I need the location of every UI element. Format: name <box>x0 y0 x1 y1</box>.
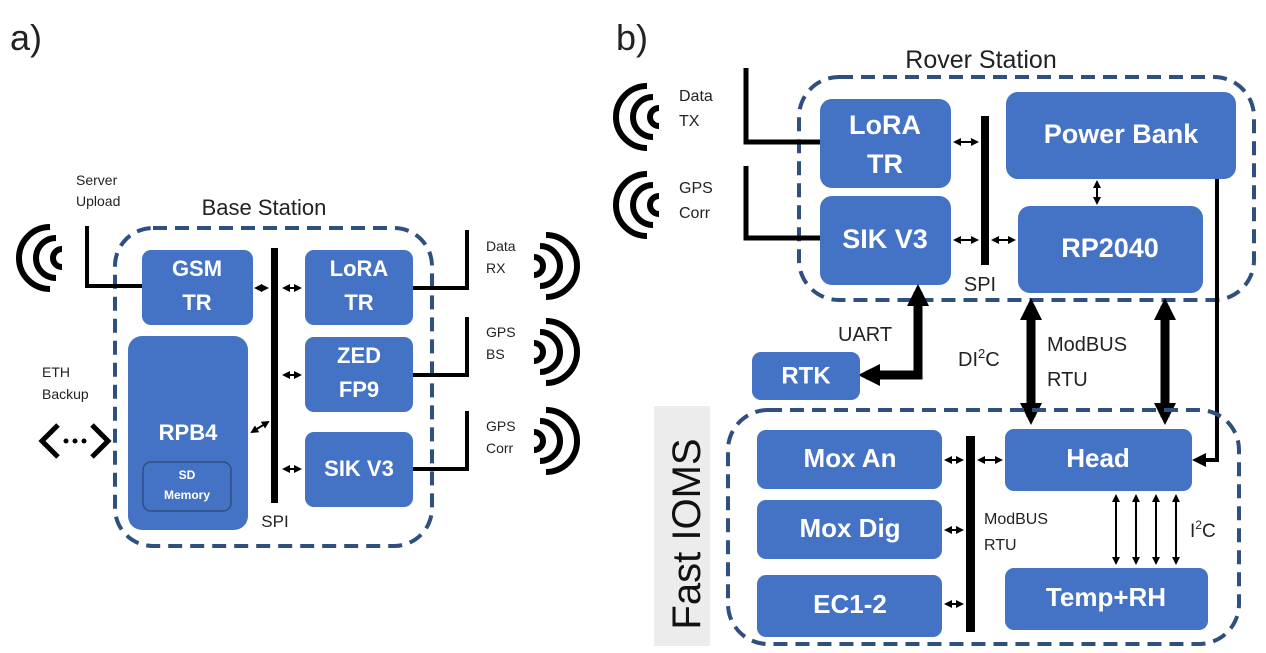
zed-fp9-label-2: FP9 <box>339 377 379 402</box>
rp2040-label: RP2040 <box>1061 233 1159 263</box>
base-gps-corr-wifi-icon <box>534 410 577 472</box>
panel-a-label: a) <box>10 17 42 58</box>
fast-ioms-boundary <box>726 408 1241 646</box>
eth-backup-label-1: ETH <box>42 364 70 380</box>
base-sik-v3-label: SIK V3 <box>324 456 394 481</box>
power-bank-label: Power Bank <box>1044 119 1200 149</box>
rover-sik-v3-label: SIK V3 <box>842 224 928 254</box>
base-spi-bus <box>271 248 278 503</box>
zed-fp9-block <box>305 337 413 412</box>
zed-fp9-label-1: ZED <box>337 343 381 368</box>
temp-rh-block <box>1005 568 1208 630</box>
server-upload-label-1: Server <box>76 172 118 188</box>
temp-rh-label: Temp+RH <box>1046 582 1166 612</box>
rover-station-boundary <box>797 75 1256 302</box>
rover-lora-tr-label-2: TR <box>867 149 903 179</box>
server-upload-wire <box>85 226 142 288</box>
inner-modbus-label-2: RTU <box>984 537 1017 554</box>
rover-spi-label: SPI <box>964 274 996 296</box>
data-rx-label-2: RX <box>486 260 506 276</box>
rpb4-spi-arrow <box>250 420 270 434</box>
modbus-rtu-label-1: ModBUS <box>1047 334 1127 356</box>
rover-gps-corr-wire <box>743 166 820 241</box>
rover-lora-tr-block <box>820 99 951 188</box>
gps-bs-label-1: GPS <box>486 324 516 340</box>
modbus-rtu-label-2: RTU <box>1047 369 1088 391</box>
base-lora-tr-block <box>305 250 413 325</box>
server-upload-label-2: Upload <box>76 193 120 209</box>
sd-memory-label-1: SD <box>179 468 196 482</box>
data-tx-wifi-icon <box>616 86 659 148</box>
mox-an-label: Mox An <box>804 443 897 473</box>
data-rx-wire <box>413 230 469 290</box>
data-rx-wifi-icon <box>534 235 577 297</box>
rover-sik-v3-block <box>820 196 951 285</box>
gsm-tr-block <box>142 250 253 325</box>
mox-dig-label: Mox Dig <box>799 513 900 543</box>
data-rx-label-1: Data <box>486 238 516 254</box>
power-bank-block <box>1006 92 1236 179</box>
fast-ioms-modbus-bus <box>966 436 975 632</box>
base-gps-corr-wire <box>413 411 469 471</box>
gsm-tr-label-1: GSM <box>172 256 222 281</box>
panel-b-label: b) <box>616 17 648 58</box>
rover-station-title: Rover Station <box>905 46 1056 74</box>
rpb4-block <box>128 336 248 530</box>
rover-gps-corr-label-1: GPS <box>679 180 713 197</box>
base-station-title: Base Station <box>202 195 327 220</box>
eth-backup-label-2: Backup <box>42 386 89 402</box>
ec1-2-label: EC1-2 <box>813 589 887 619</box>
rover-gps-corr-wifi-icon <box>616 174 659 236</box>
rover-gps-corr-label-2: Corr <box>679 205 711 222</box>
head-label: Head <box>1066 443 1130 473</box>
rtk-label: RTK <box>781 362 831 389</box>
data-tx-wire <box>743 68 820 145</box>
gps-bs-wire <box>413 317 469 377</box>
power-to-head-wire <box>1192 179 1219 467</box>
mox-an-block <box>757 430 942 489</box>
rp2040-block <box>1018 206 1203 293</box>
i2c-label: I2C <box>1190 518 1216 542</box>
base-station-boundary <box>113 226 434 548</box>
uart-arrow <box>858 284 929 386</box>
gps-bs-wifi-icon <box>534 321 577 383</box>
mox-dig-block <box>757 500 942 559</box>
base-spi-label: SPI <box>261 512 288 531</box>
ethernet-icon <box>38 423 112 459</box>
inner-modbus-label-1: ModBUS <box>984 511 1048 528</box>
rpb4-label: RPB4 <box>159 420 218 445</box>
rover-lora-tr-label-1: LoRA <box>849 110 921 140</box>
base-gps-corr-label-2: Corr <box>486 440 514 456</box>
sd-memory-label-2: Memory <box>164 488 210 502</box>
ec1-2-block <box>757 575 942 637</box>
rover-spi-bus <box>981 116 989 265</box>
rtk-block <box>752 352 860 400</box>
base-sik-v3-block <box>305 432 413 507</box>
base-lora-tr-label-1: LoRA <box>330 256 389 281</box>
uart-label: UART <box>838 324 892 346</box>
fast-ioms-label-bg <box>654 406 710 646</box>
di2c-label: DI2C <box>958 346 1000 371</box>
sd-memory-block <box>142 461 232 512</box>
base-gps-corr-label-1: GPS <box>486 418 516 434</box>
gps-bs-label-2: BS <box>486 346 505 362</box>
gsm-tr-label-2: TR <box>182 290 211 315</box>
fast-ioms-label: Fast IOMS <box>665 438 709 629</box>
data-tx-label-1: Data <box>679 88 713 105</box>
data-tx-label-2: TX <box>679 113 700 130</box>
head-block <box>1005 429 1192 491</box>
server-upload-wifi-icon <box>19 227 62 289</box>
base-lora-tr-label-2: TR <box>344 290 373 315</box>
